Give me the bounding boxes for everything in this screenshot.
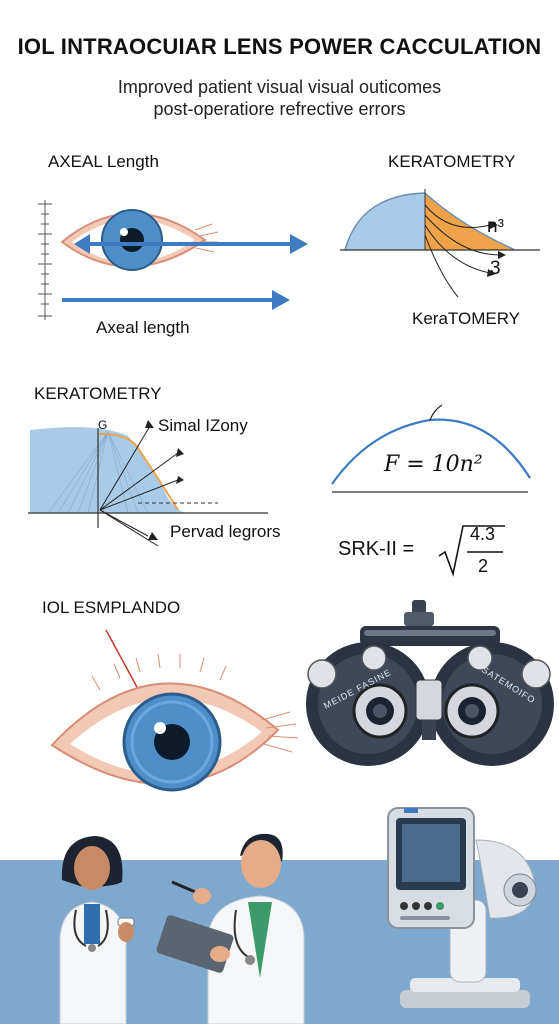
kerato-label-n3: n³ [487,216,504,237]
page-title: IOL INTRAOCUIAR LENS POWER CACCULATION [17,34,542,59]
iol-heading: IOL ESMPLANDO [42,598,181,617]
srk-formula-prefix: SRK-II = [338,538,415,560]
female-doctor-icon [59,836,135,1024]
doctors-illustration [59,833,305,1024]
formula-curve-diagram [331,404,531,493]
kerato-mid-label-bottom: Pervad legrors [170,522,281,541]
sqrt-icon [438,525,505,577]
kerato-top-heading: KERATOMETRY [388,152,516,171]
page-subtitle: Improved patient visual visual outicomes… [0,76,559,120]
kerato-label-3: 3 [490,258,501,279]
formula-power: F = 10n² [384,452,483,477]
axial-eye-diagram [38,200,308,320]
srk-denominator: 2 [478,556,489,576]
kerato-mid-diagram [28,420,268,547]
large-eye-diagram [50,629,299,792]
srk-numerator: 4.3 [470,524,496,544]
phoropter-icon [306,600,554,766]
subtitle-line-2: post-operatiore refrective errors [153,99,406,119]
male-doctor-icon [156,833,305,1024]
axial-heading: AXEAL Length [48,152,159,171]
biometer-device-icon [387,807,537,1008]
kerato-mid-heading: KERATOMETRY [34,384,162,403]
axial-caption: Axeal length [96,318,190,337]
eye-icon [50,653,299,792]
kerato-mid-label-top: Simal IZony [158,416,248,435]
kerato-mid-marker: G [98,418,108,432]
axial-arrow-icon [74,234,308,254]
length-arrow-icon [62,290,290,310]
kerato-curve-diagram [340,189,540,298]
ruler-icon [38,200,52,320]
kerato-top-caption: KeraTOMERY [412,309,521,328]
subtitle-line-1: Improved patient visual visual outicomes [117,77,442,97]
